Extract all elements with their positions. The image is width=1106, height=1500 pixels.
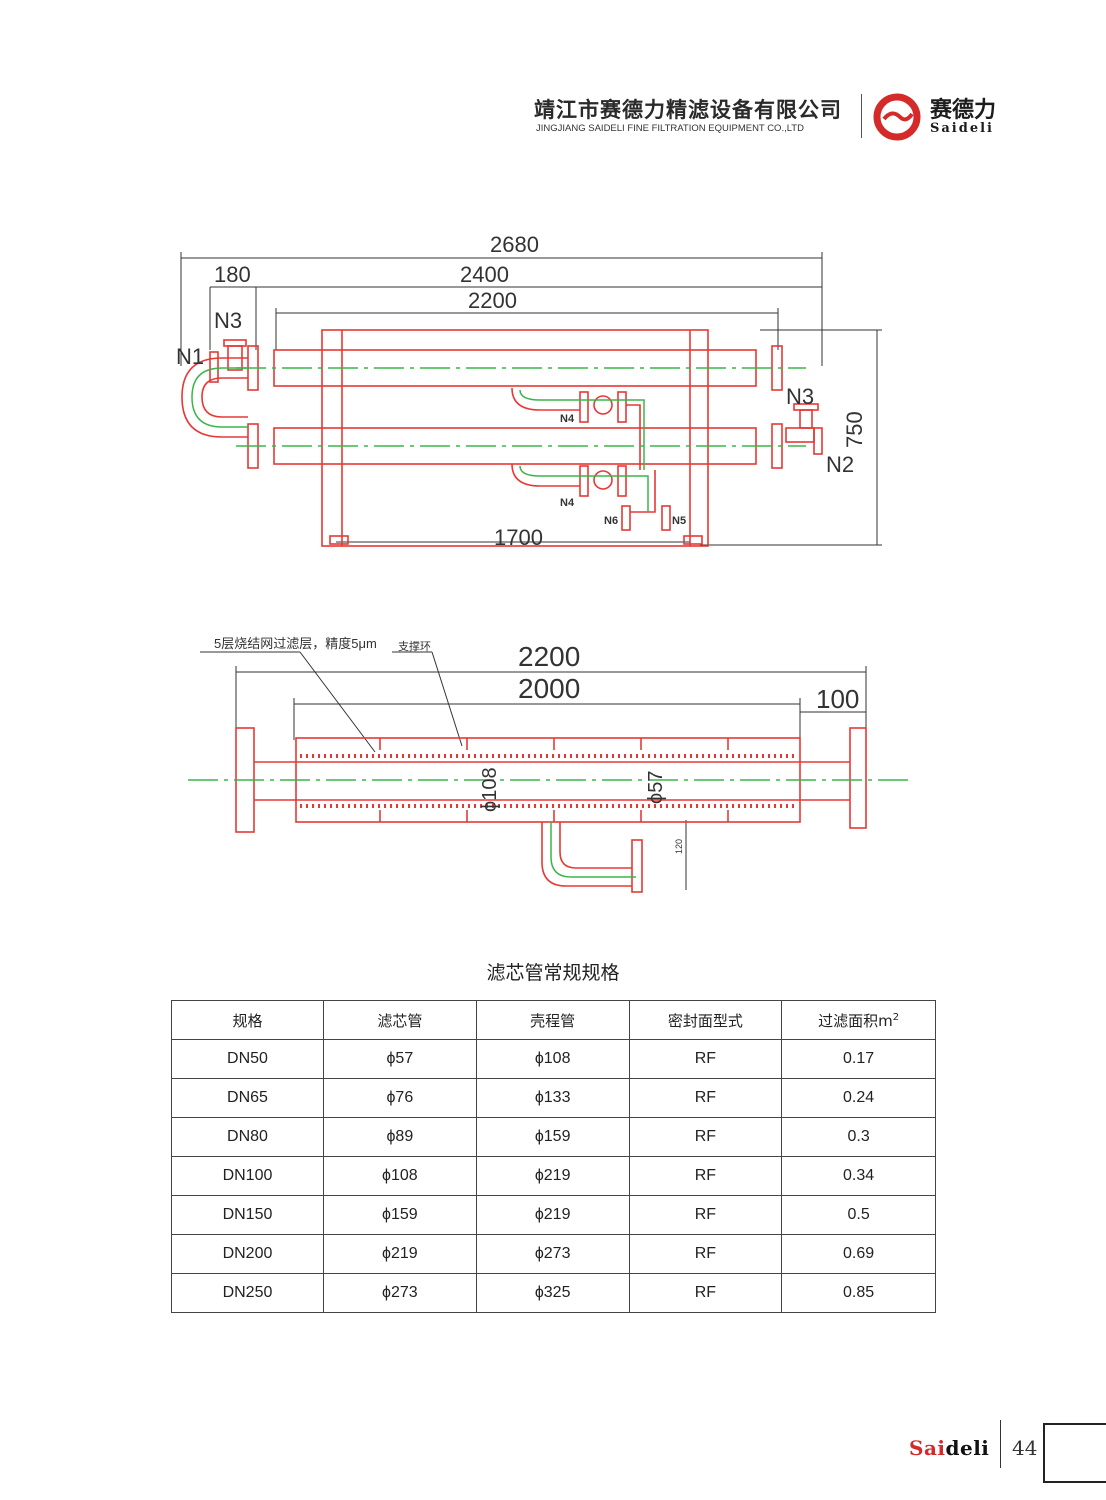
table-header-row: 规格 滤芯管 壳程管 密封面型式 过滤面积m2 [171, 1000, 936, 1040]
dim-1700-label: 1700 [494, 525, 543, 550]
cell-seal-type: RF [628, 1156, 783, 1196]
n4-lower-label: N4 [560, 497, 575, 509]
area-unit-sup: 2 [892, 1011, 900, 1023]
logo-text-cn: 赛德力 [930, 97, 997, 123]
logo-wave-icon [882, 111, 914, 122]
footer-brand-accent: Sai [909, 1436, 946, 1460]
dia-108-label: ϕ108 [479, 767, 501, 812]
cell-seal-type: RF [628, 1234, 783, 1274]
table-row: DN50 ϕ57 ϕ108 RF 0.17 [171, 1039, 936, 1079]
footer-corner-box [1043, 1423, 1106, 1483]
cell-shell-tube: ϕ273 [475, 1234, 630, 1274]
spec-table: 规格 滤芯管 壳程管 密封面型式 过滤面积m2 DN50 ϕ57 ϕ108 RF… [171, 1000, 936, 1313]
cell-filter-area: 0.85 [781, 1273, 936, 1313]
header-shell-tube: 壳程管 [475, 1000, 630, 1040]
cell-shell-tube: ϕ325 [475, 1273, 630, 1313]
dim-2200-label: 2200 [468, 288, 517, 313]
top-outline [181, 329, 823, 547]
table-row: DN200 ϕ219 ϕ273 RF 0.69 [171, 1234, 936, 1274]
cell-spec: DN250 [171, 1273, 324, 1313]
cell-spec: DN80 [171, 1117, 324, 1157]
n2-label: N2 [826, 452, 854, 477]
cell-seal-type: RF [628, 1039, 783, 1079]
n1-label: N1 [176, 344, 204, 369]
cell-spec: DN65 [171, 1078, 324, 1118]
table-row: DN80 ϕ89 ϕ159 RF 0.3 [171, 1117, 936, 1157]
header-filter-area-text: 过滤面积m [818, 1011, 893, 1030]
cell-filter-tube: ϕ57 [322, 1039, 477, 1079]
page-number: 44 [1012, 1436, 1038, 1460]
cell-shell-tube: ϕ219 [475, 1156, 630, 1196]
note-sintered-layer: 5层烧结网过滤层，精度5μm [214, 636, 377, 651]
n5-label: N5 [672, 515, 686, 527]
dia-57-label: ϕ57 [645, 771, 667, 804]
footer-brand: Saideli [909, 1436, 989, 1460]
dim-100-label: 100 [816, 684, 859, 714]
table-row: DN100 ϕ108 ϕ219 RF 0.34 [171, 1156, 936, 1196]
cell-seal-type: RF [628, 1078, 783, 1118]
table-row: DN65 ϕ76 ϕ133 RF 0.24 [171, 1078, 936, 1118]
top-centerlines [191, 367, 806, 512]
dim-2000-label: 2000 [518, 673, 580, 704]
cell-seal-type: RF [628, 1273, 783, 1313]
bottom-dimension-lines [200, 651, 867, 890]
header-spec: 规格 [171, 1000, 324, 1040]
cell-filter-area: 0.17 [781, 1039, 936, 1079]
header-divider [861, 94, 862, 138]
note-support-ring: 支撑环 [398, 639, 431, 653]
company-name-en: JINGJIANG SAIDELI FINE FILTRATION EQUIPM… [536, 123, 804, 134]
company-name-cn: 靖江市赛德力精滤设备有限公司 [534, 98, 842, 122]
n6-label: N6 [604, 515, 618, 527]
dim-2200-bottom-label: 2200 [518, 641, 580, 672]
cell-filter-area: 0.3 [781, 1117, 936, 1157]
cell-shell-tube: ϕ219 [475, 1195, 630, 1235]
table-row: DN150 ϕ159 ϕ219 RF 0.5 [171, 1195, 936, 1235]
cell-filter-tube: ϕ219 [322, 1234, 477, 1274]
cell-filter-tube: ϕ108 [322, 1156, 477, 1196]
n3-right-label: N3 [786, 384, 814, 409]
cell-spec: DN150 [171, 1195, 324, 1235]
cell-filter-area: 0.5 [781, 1195, 936, 1235]
cell-filter-area: 0.34 [781, 1156, 936, 1196]
dim-180-label: 180 [214, 262, 251, 287]
logo-ring-icon [873, 93, 921, 141]
header-seal-type: 密封面型式 [628, 1000, 783, 1040]
dim-2680-label: 2680 [490, 232, 539, 257]
table-title: 滤芯管常规规格 [486, 962, 620, 984]
dim-2400-label: 2400 [460, 262, 509, 287]
cell-shell-tube: ϕ108 [475, 1039, 630, 1079]
company-logo [873, 93, 921, 141]
cell-shell-tube: ϕ133 [475, 1078, 630, 1118]
cell-seal-type: RF [628, 1117, 783, 1157]
cell-filter-tube: ϕ273 [322, 1273, 477, 1313]
cell-shell-tube: ϕ159 [475, 1117, 630, 1157]
cell-seal-type: RF [628, 1195, 783, 1235]
table-row: DN250 ϕ273 ϕ325 RF 0.85 [171, 1273, 936, 1313]
cell-spec: DN50 [171, 1039, 324, 1079]
cell-filter-tube: ϕ89 [322, 1117, 477, 1157]
cell-spec: DN100 [171, 1156, 324, 1196]
bottom-centerlines [188, 779, 908, 878]
cell-filter-tube: ϕ76 [322, 1078, 477, 1118]
bottom-outline [235, 727, 867, 893]
cell-filter-tube: ϕ159 [322, 1195, 477, 1235]
header-filter-tube: 滤芯管 [322, 1000, 477, 1040]
cell-spec: DN200 [171, 1234, 324, 1274]
filter-assembly-drawing: 2680 2400 180 2200 1700 750 N1 N3 N3 N2 … [176, 232, 882, 550]
top-dimension-lines [180, 252, 882, 546]
n3-left-label: N3 [214, 308, 242, 333]
dim-750-label: 750 [842, 411, 867, 448]
filter-tube-section-drawing: 5层烧结网过滤层，精度5μm 支撑环 2200 2000 100 ϕ108 ϕ5… [188, 636, 908, 893]
cell-filter-area: 0.69 [781, 1234, 936, 1274]
header-filter-area: 过滤面积m2 [781, 1000, 936, 1040]
footer-divider [1000, 1420, 1001, 1468]
n4-upper-label: N4 [560, 413, 575, 425]
logo-text-en: Saideli [930, 121, 994, 136]
footer-brand-rest: deli [945, 1436, 990, 1460]
dim-120-label: 120 [674, 839, 684, 854]
cell-filter-area: 0.24 [781, 1078, 936, 1118]
